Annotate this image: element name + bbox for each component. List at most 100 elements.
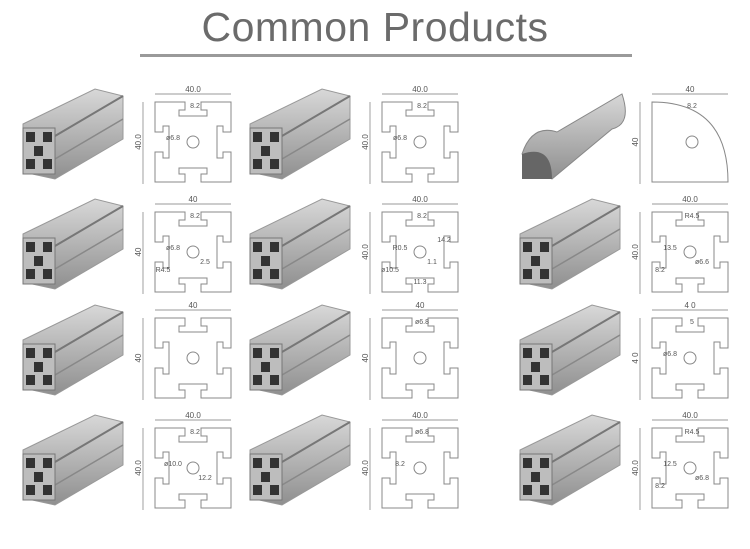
profile-outline bbox=[381, 211, 459, 293]
height-label: 40 bbox=[134, 353, 143, 362]
product-item: 40 40 bbox=[15, 300, 255, 410]
profile-outline bbox=[651, 317, 729, 399]
profile-outline bbox=[651, 101, 729, 183]
slot-line bbox=[281, 228, 351, 270]
dimension-label: ø6.8 bbox=[415, 429, 429, 436]
extrusion-face bbox=[22, 343, 56, 391]
slot-line bbox=[551, 311, 621, 353]
dimension-label: 8.2 bbox=[655, 267, 665, 274]
slot-line bbox=[551, 334, 621, 376]
dimension-label: ø6.8 bbox=[166, 245, 180, 252]
dimension-label: ø6.8 bbox=[166, 135, 180, 142]
slot-line bbox=[54, 228, 124, 270]
profile-outline bbox=[651, 427, 729, 509]
height-label: 40.0 bbox=[631, 244, 640, 260]
slot-line bbox=[551, 228, 621, 270]
slot-line bbox=[54, 118, 124, 160]
dimension-label: R4.5 bbox=[685, 213, 700, 220]
extrusion-face bbox=[519, 343, 553, 391]
width-label: 40.0 bbox=[412, 195, 428, 204]
height-label: 4 0 bbox=[631, 352, 640, 364]
width-label: 40 bbox=[189, 195, 198, 204]
slot-line bbox=[551, 205, 621, 247]
profile-photo bbox=[249, 304, 351, 396]
dimension-label: 11.3 bbox=[413, 279, 426, 286]
dimension-label: ø6.8 bbox=[695, 475, 709, 482]
technical-drawing: 40 40 8.2 ø6.8 2.5R4.5 bbox=[134, 195, 232, 294]
width-label: 40.0 bbox=[412, 411, 428, 420]
dimension-label: 8.2 bbox=[655, 483, 665, 490]
dimension-label: 2.5 bbox=[200, 259, 210, 266]
height-label: 40 bbox=[134, 247, 143, 256]
slot-line bbox=[551, 421, 621, 463]
dimension-label: 1.1 bbox=[427, 259, 437, 266]
dimension-label: 8.2 bbox=[190, 103, 200, 110]
dimension-label: 8.2 bbox=[190, 429, 200, 436]
dimension-label: 14.2 bbox=[437, 237, 451, 244]
dimension-label: ø6.6 bbox=[695, 259, 709, 266]
height-label: 40 bbox=[631, 137, 640, 146]
dimension-label: 5 bbox=[690, 319, 694, 326]
profile-photo bbox=[22, 304, 124, 396]
dimension-label: ø10.5 bbox=[381, 267, 399, 274]
slot-line bbox=[54, 444, 124, 486]
profile-photo bbox=[519, 198, 621, 290]
width-label: 40 bbox=[189, 301, 198, 310]
height-label: 40.0 bbox=[361, 134, 370, 150]
width-label: 4 0 bbox=[684, 301, 696, 310]
slot-line bbox=[551, 444, 621, 486]
slot-line bbox=[281, 311, 351, 353]
profile-photo bbox=[22, 198, 124, 290]
profile-photo bbox=[22, 414, 124, 506]
extrusion-face bbox=[249, 237, 283, 285]
technical-drawing: 40.040.08.2ø6.8 bbox=[361, 85, 459, 184]
height-label: 40.0 bbox=[134, 460, 143, 476]
width-label: 40 bbox=[416, 301, 425, 310]
profile-outline bbox=[154, 101, 232, 183]
extrusion-face bbox=[519, 237, 553, 285]
dimension-label: R0.5 bbox=[393, 245, 408, 252]
profile-photo bbox=[249, 414, 351, 506]
technical-drawing: 40 40 bbox=[134, 301, 232, 400]
profile-outline bbox=[381, 101, 459, 183]
slot-line bbox=[281, 444, 351, 486]
profile-outline bbox=[154, 211, 232, 293]
technical-drawing: 40.040.08.2ø6.8 bbox=[134, 85, 232, 184]
slot-line bbox=[54, 334, 124, 376]
profile-photo bbox=[249, 88, 351, 180]
extrusion-face bbox=[249, 453, 283, 501]
extrusion-face bbox=[22, 453, 56, 501]
dimension-label: R4.5 bbox=[156, 267, 171, 274]
slot-line bbox=[281, 95, 351, 137]
width-label: 40 bbox=[686, 85, 695, 94]
slot-line bbox=[54, 95, 124, 137]
dimension-label: R4.5 bbox=[685, 429, 700, 436]
dimension-label: 8.2 bbox=[417, 213, 427, 220]
dimension-label: 8.2 bbox=[190, 213, 200, 220]
width-label: 40.0 bbox=[682, 195, 698, 204]
profile-photo bbox=[521, 93, 626, 180]
page-title: Common Products bbox=[201, 4, 549, 50]
profile-outline bbox=[651, 211, 729, 293]
dimension-label: 8.2 bbox=[687, 103, 697, 110]
dimension-label: 8.2 bbox=[395, 461, 405, 468]
extrusion-face bbox=[522, 151, 552, 179]
height-label: 40.0 bbox=[631, 460, 640, 476]
profile-outline bbox=[154, 317, 232, 399]
extrusion-face bbox=[22, 237, 56, 285]
extrusion-face bbox=[249, 343, 283, 391]
technical-drawing: 40 40 8.2 bbox=[631, 85, 729, 184]
extrusion-face bbox=[22, 127, 56, 175]
profile-outline bbox=[154, 427, 232, 509]
extrusion-face bbox=[519, 453, 553, 501]
dimension-label: 8.2 bbox=[417, 103, 427, 110]
